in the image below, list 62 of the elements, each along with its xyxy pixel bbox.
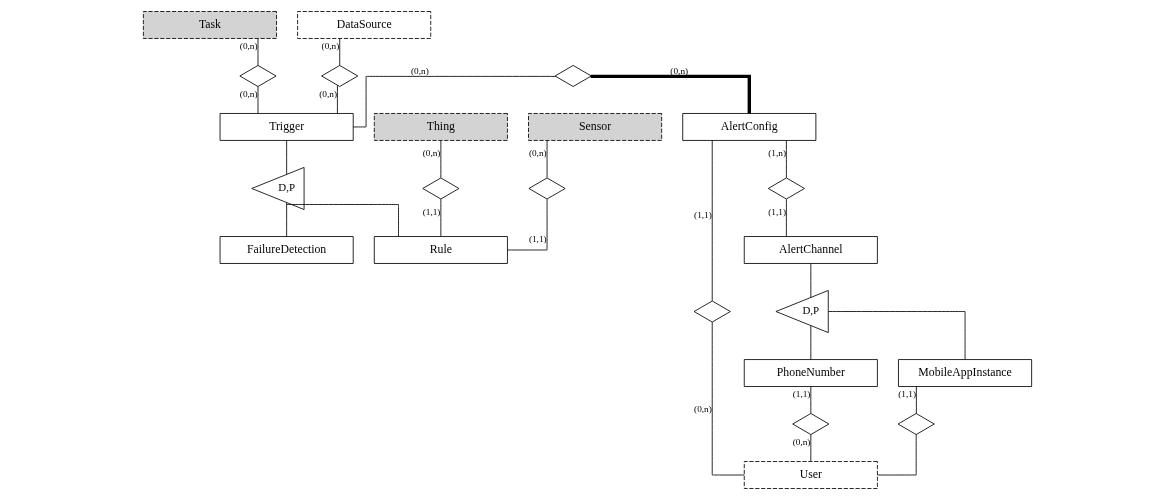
node-box: PhoneNumber <box>743 359 878 387</box>
node-diamond <box>554 65 592 87</box>
node-box: MobileAppInstance <box>897 359 1032 387</box>
connector <box>285 204 399 237</box>
connector <box>809 434 811 462</box>
edge-label: (0,n) <box>422 148 440 159</box>
edge-label: (0,n) <box>693 403 712 414</box>
connector <box>506 198 547 251</box>
connector <box>809 325 811 360</box>
node-diamond <box>238 65 277 87</box>
node-box: DataSource <box>296 11 431 39</box>
connector <box>336 84 338 114</box>
edge-label: (1,1) <box>767 207 786 218</box>
connector <box>257 38 258 66</box>
edge-label: (0,n) <box>321 41 339 52</box>
connector <box>352 75 556 128</box>
edge-label: (0,n) <box>669 65 688 76</box>
edge-label: (1,1) <box>693 209 712 220</box>
edge-label: (0,n) <box>318 88 337 99</box>
connector <box>285 140 287 175</box>
node-box: FailureDetection <box>219 236 354 264</box>
connector <box>439 198 441 237</box>
edge-label: (0,n) <box>239 89 258 100</box>
connector <box>809 263 811 298</box>
node-box: AlertChannel <box>743 236 878 264</box>
node-box: Thing <box>373 113 508 141</box>
node-diamond <box>528 177 566 200</box>
connector <box>590 74 751 114</box>
connector <box>915 386 917 414</box>
connector <box>827 311 965 360</box>
edge-label: (0,n) <box>528 148 547 159</box>
edge-label: (1,1) <box>897 389 916 400</box>
node-diamond <box>791 413 829 435</box>
edge-label: (1,1) <box>528 233 547 244</box>
edge-label: (1,n) <box>767 148 786 159</box>
connector <box>285 202 287 237</box>
node-diamond <box>897 413 935 435</box>
node-box: Sensor <box>527 113 662 141</box>
edge-label: (1,1) <box>792 389 810 400</box>
node-box: User <box>743 461 878 489</box>
connector <box>338 38 340 66</box>
connector <box>711 140 713 302</box>
connector <box>439 140 441 179</box>
edge-label: (1,1) <box>422 207 440 218</box>
connector <box>785 198 787 237</box>
node-diamond <box>421 177 459 200</box>
connector <box>257 86 258 114</box>
node-box: AlertConfig <box>681 113 816 141</box>
node-box: Trigger <box>219 113 354 141</box>
node-diamond <box>767 177 805 200</box>
connector <box>546 140 547 179</box>
connector <box>876 434 917 476</box>
node-box: Task <box>142 11 277 39</box>
node-diamond <box>693 300 731 323</box>
edge-label: (0,n) <box>239 41 258 52</box>
node-diamond <box>320 65 358 87</box>
edge-label: (0,n) <box>792 437 810 448</box>
edge-label: (0,n) <box>410 65 429 76</box>
connector <box>711 321 745 476</box>
node-box: Rule <box>373 236 508 264</box>
connector <box>785 140 787 179</box>
connector <box>809 386 811 414</box>
